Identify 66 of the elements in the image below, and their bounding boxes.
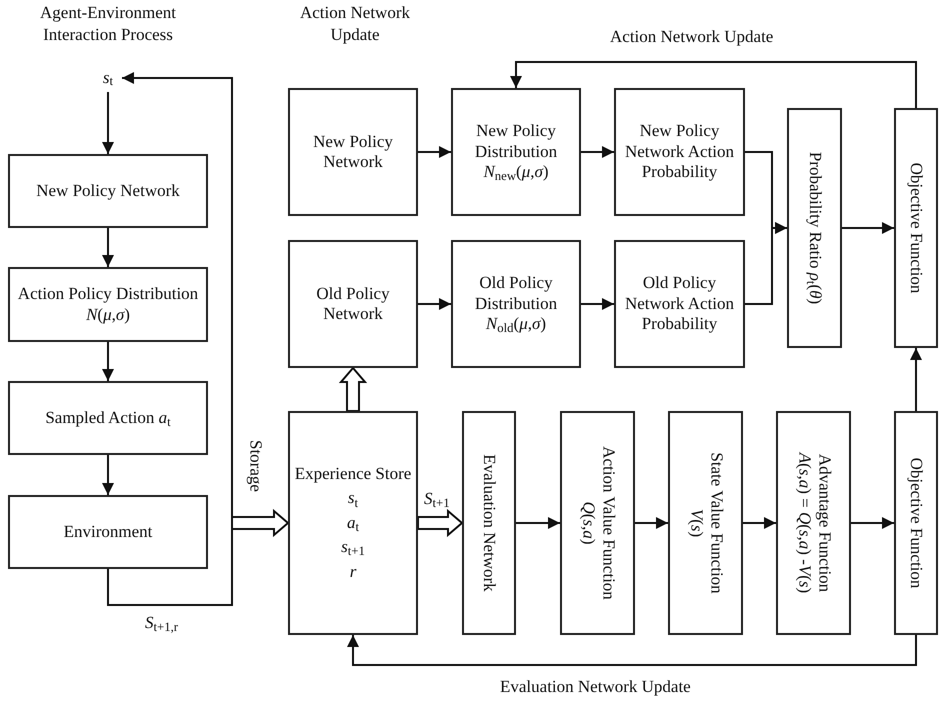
box-label: s$_{t}$: [348, 488, 358, 509]
box-label: Old Policy Network: [315, 284, 391, 324]
box-label: New Policy Network Action Probability: [624, 121, 736, 183]
box-label: A(s,a) = Q(s,a) -V(s): [794, 452, 814, 594]
box-label: a$_{t}$: [346, 512, 360, 534]
process-box: [8, 381, 208, 455]
process-box: [451, 240, 581, 368]
process-box: [462, 411, 516, 635]
box-label: Evaluation Network: [479, 454, 500, 592]
box-label: New Policy Network: [36, 180, 180, 202]
arrow: [418, 298, 451, 310]
process-box: [894, 411, 938, 635]
arrow: [745, 222, 787, 305]
hollow-arrow: [417, 508, 464, 538]
arrow: [581, 146, 614, 158]
arrow: [851, 517, 894, 529]
process-box: [560, 411, 635, 635]
box-label: Old Policy Network Action Probability: [624, 273, 736, 335]
arrow: [102, 228, 114, 267]
process-box: [614, 88, 745, 216]
process-box: [8, 495, 208, 569]
arrow: [102, 92, 114, 154]
hollow-arrow: [338, 366, 368, 412]
arrow: [516, 517, 560, 529]
process-box: [668, 411, 743, 635]
process-box: [787, 108, 842, 348]
box-label: New Policy Distribution N$_{new}$(μ,σ): [474, 121, 558, 183]
box-label: Advantage Function: [814, 454, 834, 592]
section-heading: Agent-Environment Interaction Process: [39, 2, 177, 46]
box-label: Environment: [64, 522, 152, 542]
process-box: [776, 411, 851, 635]
process-box: [288, 411, 418, 635]
arrow: [510, 61, 917, 108]
section-heading: Action Network Update: [298, 2, 411, 46]
box-label: Objective Function: [906, 162, 926, 294]
process-box: [894, 108, 938, 348]
arrow: [635, 517, 668, 529]
box-label: V(s): [686, 508, 706, 538]
box-label: Old Policy Distribution N$_{old}$(μ,σ): [474, 273, 558, 335]
box-label: s$_{t+1}$: [341, 537, 365, 558]
arrow: [842, 222, 894, 234]
box-label: New Policy Network: [312, 132, 394, 172]
arrow: [102, 342, 114, 381]
process-box: [8, 154, 208, 228]
state-label: s$_{t}$: [94, 64, 122, 92]
box-label: Q(s,a): [578, 502, 598, 544]
box-label: r: [350, 562, 356, 582]
arrow: [910, 348, 922, 411]
process-box: [8, 267, 208, 342]
box-label: Sampled Action a$_{t}$: [45, 408, 171, 428]
arrow: [581, 298, 614, 310]
process-box: [288, 88, 418, 216]
hollow-arrow: [231, 508, 290, 538]
process-box: [614, 240, 745, 368]
arrow: [102, 455, 114, 495]
arrow: [107, 72, 233, 606]
box-label: Objective Function: [906, 458, 926, 588]
arrow: [743, 517, 776, 529]
box-label: Experience Store: [294, 464, 412, 484]
arrow: [347, 635, 917, 666]
process-box: [451, 88, 581, 216]
arrow: [418, 146, 451, 158]
box-label: Action Policy Distribution N(μ,σ): [16, 284, 200, 325]
process-box: [288, 240, 418, 368]
box-label: State Value Function: [706, 452, 726, 594]
box-label: Action Value Function: [598, 446, 618, 600]
